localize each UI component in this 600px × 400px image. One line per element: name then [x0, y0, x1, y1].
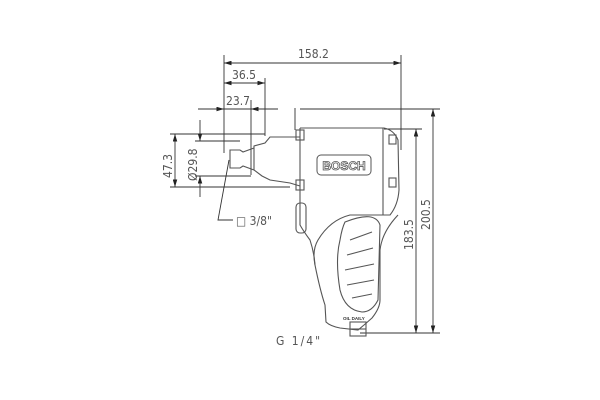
tool-outline	[229, 108, 400, 337]
drive-leader-line	[217, 159, 233, 221]
drive-size-label: □ 3/8"	[236, 214, 272, 228]
dim-head-height: 47.3	[161, 154, 175, 178]
brand-badge	[316, 154, 372, 176]
dim-nose-diameter: Ø29.8	[186, 148, 200, 181]
dim-body-height: 183.5	[402, 219, 416, 250]
brand-badge-text: BOSCH	[322, 159, 365, 173]
dim-overall-length: 158.2	[298, 47, 329, 61]
dim-nose-length: 23.7	[226, 94, 250, 108]
dim-overall-height: 200.5	[419, 199, 433, 230]
dim-anvil-length: 36.5	[232, 68, 256, 82]
extension-lines	[170, 55, 440, 334]
oil-warning-text: OIL DAILY	[343, 316, 365, 321]
air-inlet-label: G 1/4"	[276, 334, 322, 348]
